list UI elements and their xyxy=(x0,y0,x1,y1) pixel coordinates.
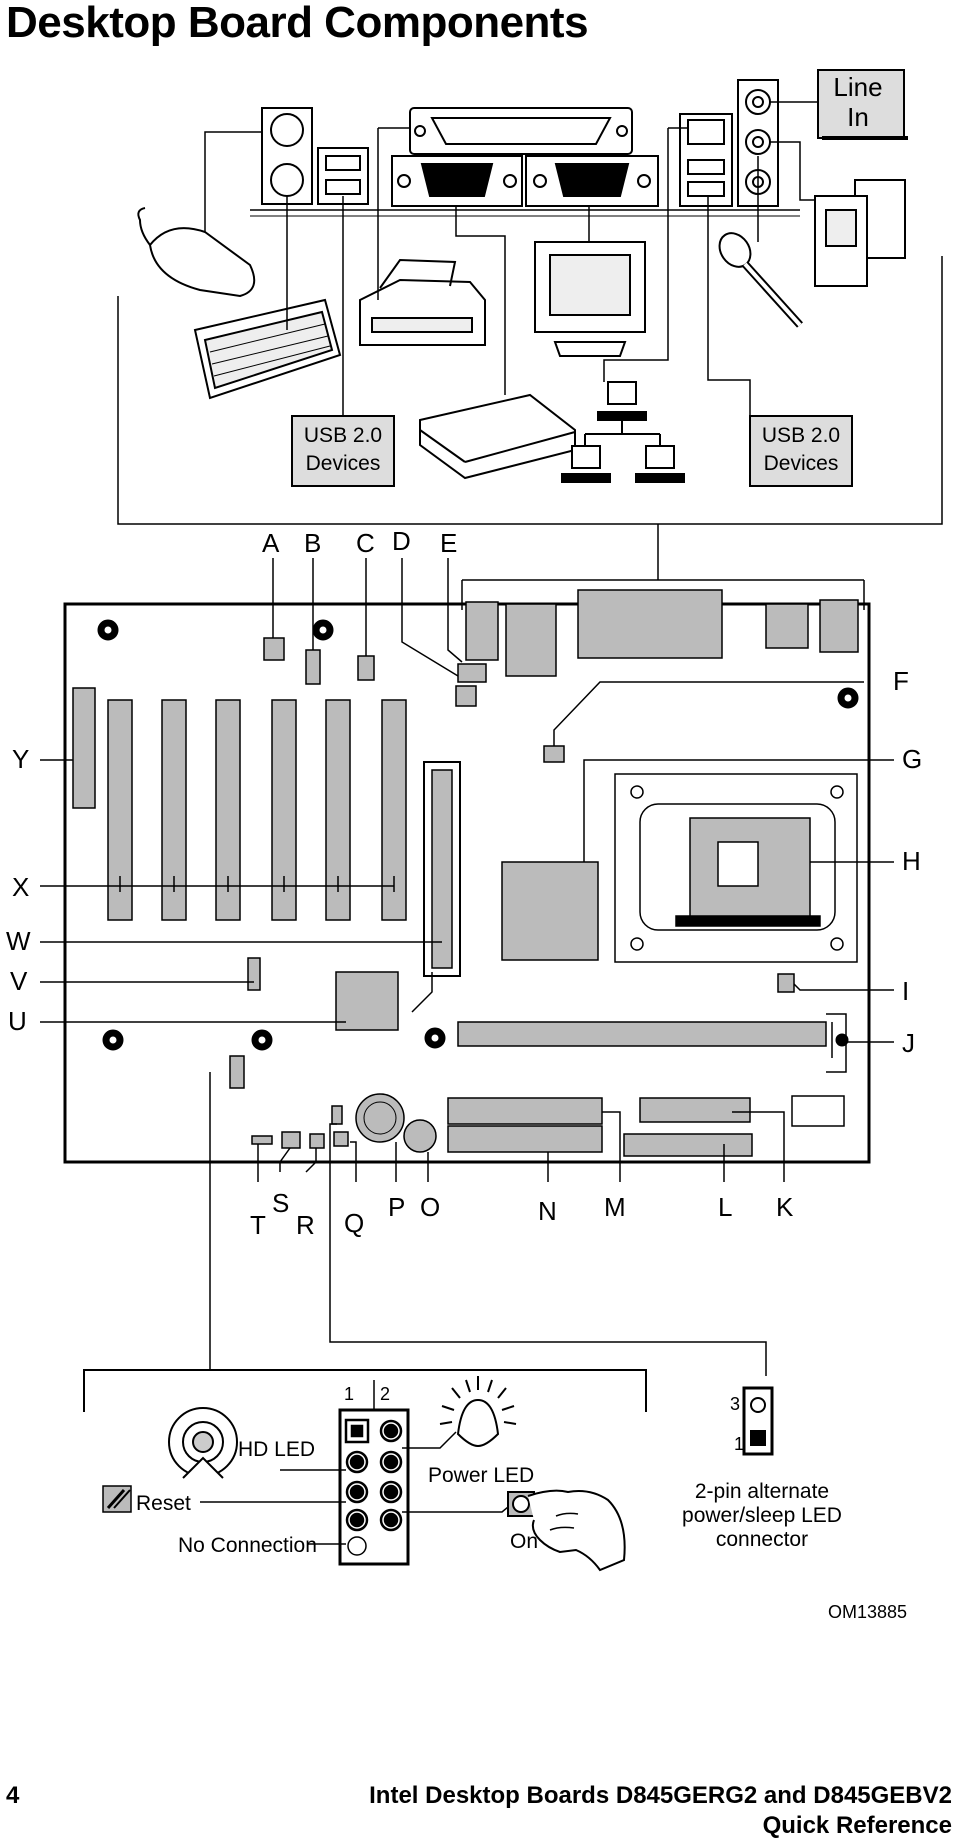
front-panel-detail xyxy=(83,1369,774,1572)
alt-pin1-label: 1 xyxy=(734,1434,744,1454)
ide-n xyxy=(447,1125,603,1153)
on-label: On xyxy=(510,1530,538,1553)
board-back-panel xyxy=(465,589,859,677)
header-t xyxy=(251,1135,273,1145)
chipset-g xyxy=(501,861,599,961)
motherboard xyxy=(63,589,871,1164)
line-in-box: Line In xyxy=(817,69,908,140)
usb-devices-right-box: USB 2.0 Devices xyxy=(749,415,853,487)
chip-u xyxy=(335,971,399,1031)
mouse-icon xyxy=(137,207,256,298)
alt-caption-3: connector xyxy=(716,1528,808,1551)
usb-right-label-2: Devices xyxy=(764,452,839,475)
network-icon xyxy=(561,381,685,483)
label-p: P xyxy=(388,1192,405,1222)
hd-led-label: HD LED xyxy=(238,1438,315,1461)
pci-slots xyxy=(107,699,407,921)
page-number: 4 xyxy=(6,1782,20,1809)
printer-icon xyxy=(359,258,486,346)
label-y: Y xyxy=(12,744,29,774)
fp-pin1-label: 1 xyxy=(344,1384,354,1404)
header-f xyxy=(543,745,565,763)
memory-slot-j xyxy=(457,1021,827,1047)
usb-left-label-1: USB 2.0 xyxy=(304,424,382,447)
reset-icon xyxy=(102,1485,132,1513)
power-button-icon xyxy=(507,1489,626,1572)
label-q: Q xyxy=(344,1208,364,1238)
label-w: W xyxy=(6,926,31,956)
header-l xyxy=(623,1133,753,1157)
ide-m xyxy=(447,1097,603,1125)
peripheral-connection-lines xyxy=(117,101,943,610)
label-x: X xyxy=(12,872,29,902)
no-connection-label: No Connection xyxy=(178,1534,317,1557)
battery-p xyxy=(355,1093,405,1143)
label-g: G xyxy=(902,744,922,774)
power-led-label: Power LED xyxy=(428,1464,534,1487)
jumper-left xyxy=(229,1055,245,1089)
label-l: L xyxy=(718,1192,732,1222)
label-i: I xyxy=(902,976,909,1006)
front-panel-text: 1 2 HD LED Reset No Connection Power LED… xyxy=(136,1384,907,1622)
alt-caption-2: power/sleep LED xyxy=(682,1504,842,1527)
label-t: T xyxy=(250,1210,266,1240)
page-title: Desktop Board Components xyxy=(6,0,589,47)
fp-pin2-label: 2 xyxy=(380,1384,390,1404)
power-led-icon xyxy=(439,1376,517,1448)
monitor-icon xyxy=(534,241,646,357)
header-q xyxy=(333,1131,349,1147)
alt-pin3-label: 3 xyxy=(730,1394,740,1414)
audio-jacks xyxy=(737,79,779,207)
parallel-port xyxy=(409,107,633,155)
label-s: S xyxy=(272,1188,289,1218)
back-panel xyxy=(250,79,800,217)
label-a: A xyxy=(262,528,280,558)
label-v: V xyxy=(10,966,28,996)
callout-lines xyxy=(40,558,894,1376)
line-in-label-1: Line xyxy=(833,72,882,102)
footer-title: Intel Desktop Boards D845GERG2 and D845G… xyxy=(369,1782,952,1809)
keyboard-icon xyxy=(193,298,342,400)
label-n: N xyxy=(538,1196,557,1226)
label-o: O xyxy=(420,1192,440,1222)
label-f: F xyxy=(893,666,909,696)
label-e: E xyxy=(440,528,457,558)
connector-y xyxy=(72,687,96,809)
microphone-icon xyxy=(718,232,803,328)
callout-letters: A B C D E F G H I J K L M N O P Q R S T … xyxy=(6,526,922,1240)
speaker-o xyxy=(403,1119,437,1153)
label-c: C xyxy=(356,528,375,558)
unlabeled-box xyxy=(791,1095,845,1127)
header-v xyxy=(247,957,261,991)
label-j: J xyxy=(902,1028,915,1058)
header-r xyxy=(309,1133,325,1149)
label-h: H xyxy=(902,846,921,876)
usb-devices-left-box: USB 2.0 Devices xyxy=(291,415,395,487)
hd-led-icon xyxy=(168,1407,238,1479)
ps2-ports xyxy=(261,107,313,205)
figure-id: OM13885 xyxy=(828,1602,907,1622)
line-in-label-2: In xyxy=(847,102,869,132)
label-d: D xyxy=(392,526,411,556)
processor-socket xyxy=(614,773,858,963)
label-b: B xyxy=(304,528,321,558)
label-m: M xyxy=(604,1192,626,1222)
peripherals xyxy=(137,179,906,483)
usb-right-label-1: USB 2.0 xyxy=(762,424,840,447)
reset-label: Reset xyxy=(136,1492,191,1515)
alt-caption-1: 2-pin alternate xyxy=(695,1480,829,1503)
label-k: K xyxy=(776,1192,794,1222)
speakers-icon xyxy=(814,179,906,287)
label-u: U xyxy=(8,1006,27,1036)
footer-subtitle: Quick Reference xyxy=(762,1812,952,1839)
header-i xyxy=(777,973,795,993)
modem-icon xyxy=(419,393,576,480)
label-r: R xyxy=(296,1210,315,1240)
usb-left-label-2: Devices xyxy=(306,452,381,475)
floppy-k xyxy=(639,1097,751,1123)
header-s xyxy=(281,1131,301,1149)
